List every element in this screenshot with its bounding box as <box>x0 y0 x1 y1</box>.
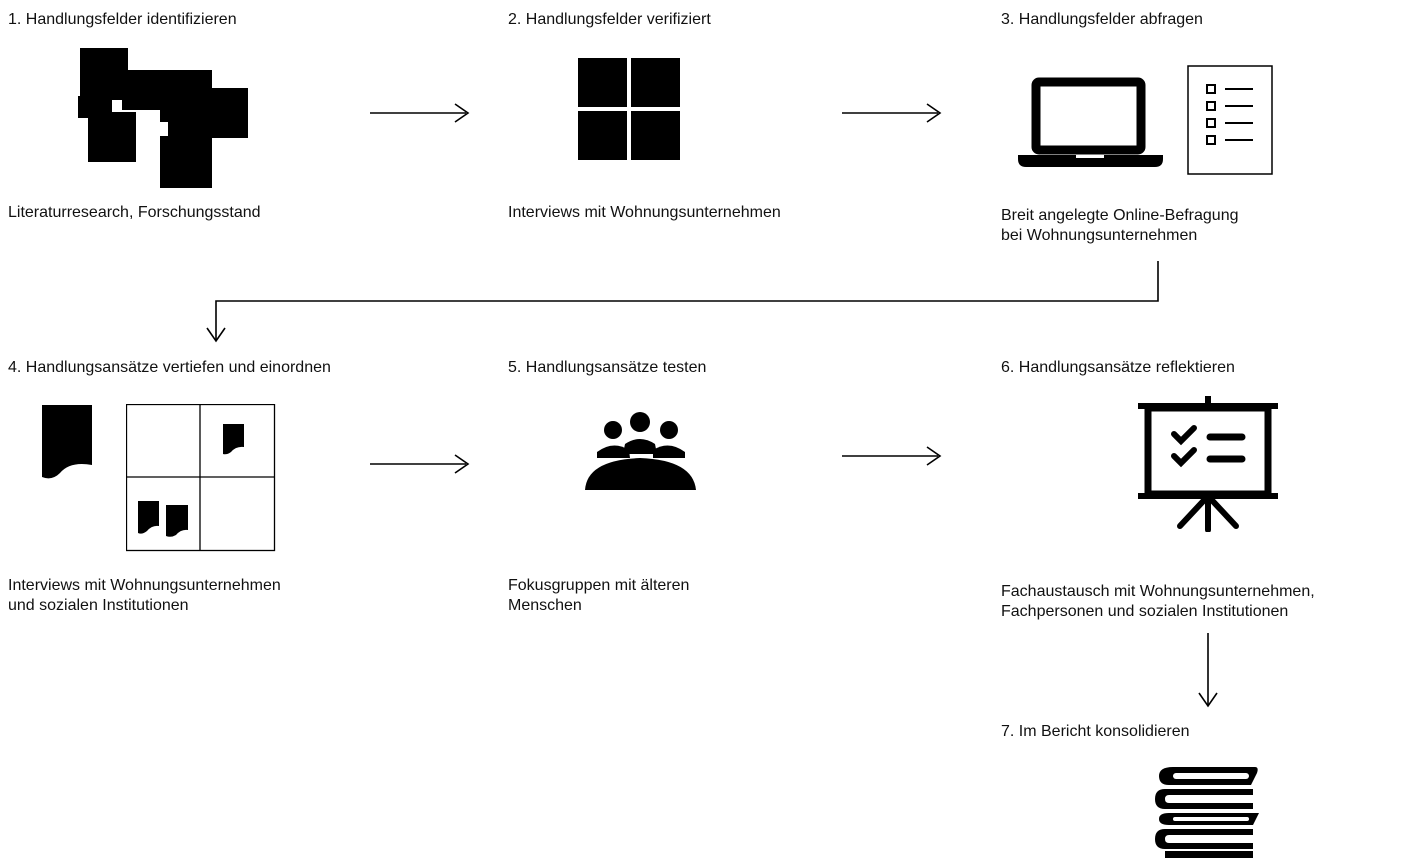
step-6-desc-line-2: Fachpersonen und sozialen Institutionen <box>1001 603 1289 620</box>
matrix-document-icon-3 <box>166 505 188 537</box>
document-icon <box>42 405 92 479</box>
step-3-desc-line-2: bei Wohnungsunternehmen <box>1001 227 1198 244</box>
matrix-icon <box>126 404 276 552</box>
arrow-step1-to-step2 <box>370 103 470 123</box>
step-4-desc-line-1: Interviews mit Wohnungsunternehmen <box>8 577 281 594</box>
puzzle-pieces-icon <box>78 48 248 188</box>
step-7-title: 7. Im Bericht konsolidieren <box>1001 723 1190 740</box>
arrow-step2-to-step3 <box>842 103 942 123</box>
step-5-title: 5. Handlungsansätze testen <box>508 359 707 376</box>
group-meeting-icon <box>585 412 696 490</box>
books-stack-icon <box>1155 767 1259 858</box>
presentation-board-icon <box>1138 396 1278 532</box>
step-3-desc-line-1: Breit angelegte Online-Befragung <box>1001 207 1239 224</box>
step-5-desc-line-1: Fokusgruppen mit älteren <box>508 577 690 594</box>
matrix-document-icon-2 <box>138 501 159 534</box>
step-3-title: 3. Handlungsfelder abfragen <box>1001 11 1203 28</box>
arrow-step3-to-step4 <box>206 261 1159 343</box>
arrow-step4-to-step5 <box>370 454 470 474</box>
step-4-desc-line-2: und sozialen Institutionen <box>8 597 189 614</box>
step-6-desc-line-1: Fachaustausch mit Wohnungsunternehmen, <box>1001 583 1315 600</box>
step-1-title: 1. Handlungsfelder identifizieren <box>8 11 237 28</box>
matrix-document-icon-1 <box>223 424 244 455</box>
laptop-icon <box>1018 77 1163 167</box>
grid-squares-icon <box>578 58 680 160</box>
step-2-title: 2. Handlungsfelder verifiziert <box>508 11 711 28</box>
step-1-desc: Literaturresearch, Forschungsstand <box>8 204 261 221</box>
step-5-desc-line-2: Menschen <box>508 597 582 614</box>
step-4-title: 4. Handlungsansätze vertiefen und einord… <box>8 359 331 376</box>
step-6-title: 6. Handlungsansätze reflektieren <box>1001 359 1235 376</box>
step-2-desc: Interviews mit Wohnungsunternehmen <box>508 204 781 221</box>
checklist-document-icon <box>1187 65 1273 175</box>
arrow-step6-to-step7 <box>1198 633 1218 708</box>
arrow-step5-to-step6 <box>842 446 942 466</box>
